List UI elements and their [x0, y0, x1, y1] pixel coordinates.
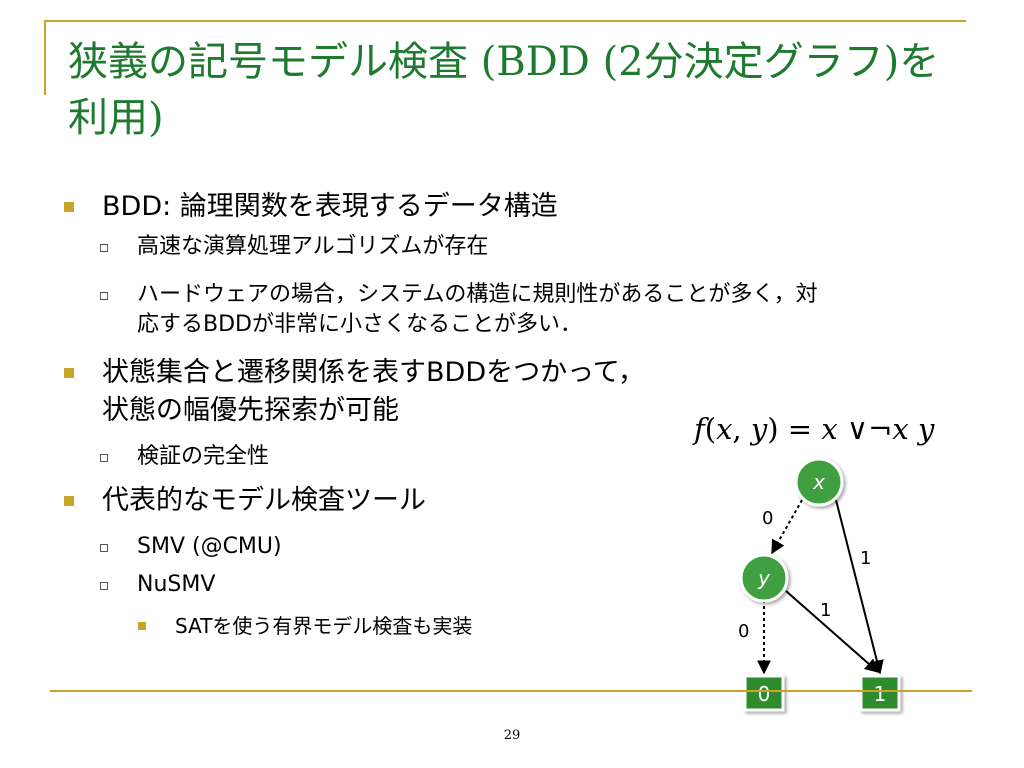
formula-part: ) = — [767, 412, 822, 446]
bullet-text: SATを使う有界モデル検査も実装 — [175, 614, 473, 638]
hollow-square-bullet-icon — [100, 292, 108, 300]
hollow-square-bullet-icon — [100, 582, 108, 590]
formula-part: y — [750, 412, 768, 446]
hollow-square-bullet-icon — [100, 454, 108, 462]
title-part: (BDD (2 — [468, 39, 644, 85]
edge-label: 0 — [762, 508, 773, 529]
formula-part: y — [918, 412, 935, 446]
node-label: x — [812, 470, 825, 494]
hollow-square-bullet-icon — [100, 544, 108, 552]
square-bullet-icon — [64, 496, 74, 506]
title-part: を利用 — [68, 39, 940, 141]
bdd-terminal-0: 0 — [743, 674, 785, 712]
title-part: ) — [148, 95, 164, 141]
formula-part: , — [732, 412, 751, 446]
hollow-square-bullet-icon — [100, 244, 108, 252]
edge-x-to-y-dashed — [771, 499, 803, 555]
page-number: 29 — [503, 728, 521, 743]
title-part: ) — [883, 39, 900, 85]
bullet-text: 状態集合と遷移関係を表すBDDをつかって， — [102, 357, 645, 388]
bullet-text: 代表的なモデル検査ツール — [102, 485, 426, 516]
formula-part: x — [821, 412, 838, 446]
edge-y-to-1 — [785, 590, 880, 673]
terminal-label: 1 — [874, 682, 887, 706]
bdd-terminal-1: 1 — [859, 674, 901, 712]
bdd-node-x: x — [794, 457, 844, 507]
square-bullet-icon — [64, 202, 74, 212]
bullet-text: ハードウェアの場合，システムの構造に規則性があることが多く，対 — [137, 282, 818, 307]
square-bullet-icon — [138, 622, 146, 630]
square-bullet-icon — [64, 368, 74, 378]
formula-part: ∨¬ — [837, 412, 893, 446]
bullet-text: BDD: 論理関数を表現するデータ構造 — [102, 191, 558, 222]
boolean-formula: f(x, y) = x ∨¬x y — [694, 412, 934, 446]
top-rule — [44, 20, 966, 22]
bullet-text: SMV (@CMU) — [137, 534, 282, 559]
bullet-text: 応するBDDが非常に小さくなることが多い． — [137, 312, 582, 337]
title-part: 分決定グラフ — [643, 39, 884, 85]
bullet-text: 検証の完全性 — [137, 444, 270, 469]
bullet-text: NuSMV — [137, 572, 216, 597]
bottom-rule — [50, 690, 972, 692]
bullet-text: 高速な演算処理アルゴリズムが存在 — [137, 234, 489, 259]
edge-label: 1 — [820, 600, 831, 621]
title-part: 狭義の記号モデル検査 — [68, 39, 468, 85]
bullet-text: 状態の幅優先探索が可能 — [102, 395, 399, 426]
formula-part: x — [716, 412, 733, 446]
formula-part: x — [892, 412, 909, 446]
left-rule — [44, 20, 46, 95]
slide-title: 狭義の記号モデル検査 (BDD (2分決定グラフ)を利用) — [68, 34, 968, 146]
edge-label: 1 — [860, 548, 871, 569]
formula-part: ( — [704, 412, 717, 446]
bdd-node-y: y — [739, 553, 789, 603]
node-label: y — [757, 566, 771, 590]
edge-label: 0 — [738, 621, 749, 642]
formula-part: f — [694, 412, 705, 446]
edge-x-to-1 — [835, 499, 884, 675]
terminal-label: 0 — [758, 682, 771, 706]
